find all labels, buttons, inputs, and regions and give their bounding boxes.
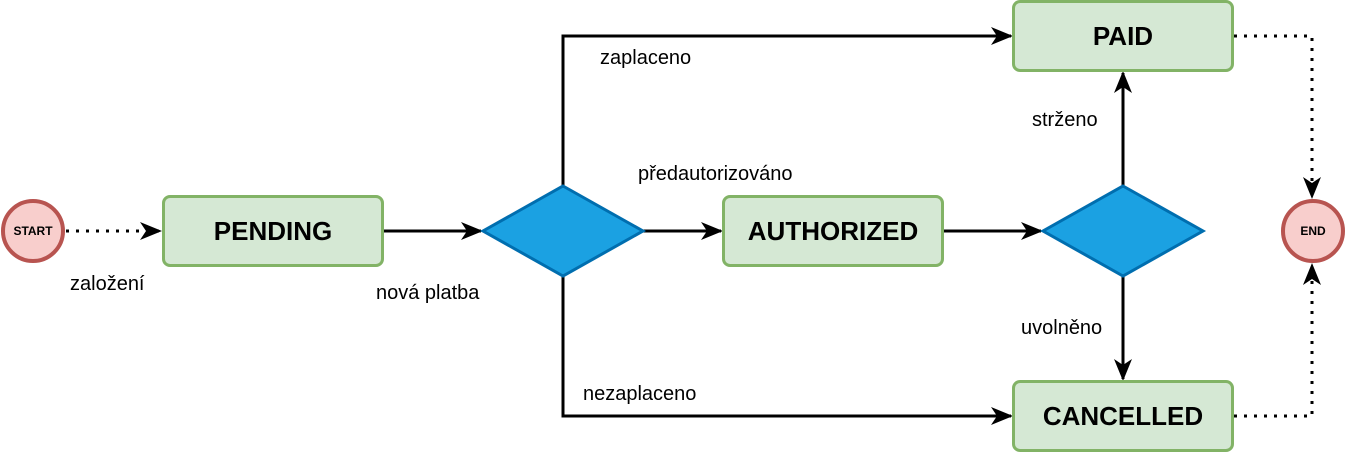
edge-decision-to-cancelled [561,276,1013,425]
edge-label-zalozeni: založení [70,273,145,295]
end-node: END [1281,199,1345,263]
start-node-label: START [13,224,53,238]
edge-paid-to-end [1234,34,1321,199]
state-pending: PENDING [162,195,384,267]
decision-diamond-authorization [1039,184,1207,278]
state-cancelled-label: CANCELLED [1042,400,1204,431]
edge-label-nezaplaceno: nezaplaceno [583,383,697,405]
state-authorized: AUTHORIZED [722,195,944,267]
state-pending-label: PENDING [213,215,333,246]
edge-decision-to-paid [561,27,1013,186]
start-node: START [1,199,65,263]
edge-cancelled-to-end [1234,263,1321,418]
edge-label-zaplaceno: zaplaceno [600,47,692,69]
state-authorized-label: AUTHORIZED [747,215,919,246]
edge-label-strzeno: strženo [1032,109,1098,131]
state-paid: PAID [1012,0,1234,72]
edge-label-predautorizovano: předautorizováno [638,163,793,185]
state-cancelled: CANCELLED [1012,380,1234,452]
end-node-label: END [1300,224,1326,238]
state-paid-label: PAID [1092,20,1154,51]
edge-label-nova-platba: nová platba [376,282,480,304]
edge-label-uvolneno: uvolněno [1021,317,1103,339]
decision-diamond-payment [479,184,647,278]
